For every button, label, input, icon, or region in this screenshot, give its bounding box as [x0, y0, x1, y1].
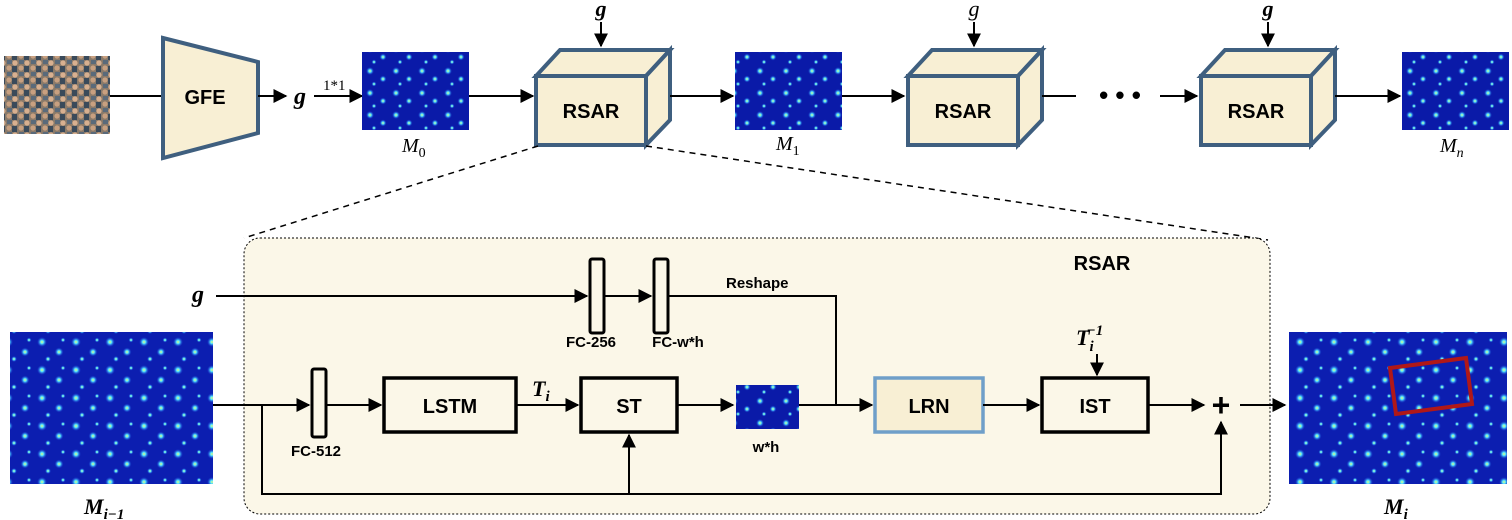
g-feature-label: g	[293, 84, 306, 110]
ist-block	[1040, 376, 1150, 434]
fc-wh-label: FC-w*h	[652, 334, 704, 351]
ist-label: IST	[1079, 396, 1110, 418]
rsar-detail-panel	[243, 237, 1271, 515]
output-density-map	[1289, 332, 1507, 484]
roi-box	[1387, 355, 1475, 417]
plus-symbol: +	[1212, 387, 1231, 423]
reshape-label: Reshape	[726, 275, 789, 292]
conv-1x1-label: 1*1	[323, 78, 346, 94]
fc-256-label: FC-256	[566, 334, 616, 351]
rsar-block-2: RSAR	[903, 44, 1047, 150]
fc-wh-layer	[652, 257, 670, 335]
output-map-label: Mi	[1383, 494, 1409, 520]
skip-connection	[261, 405, 1228, 495]
rsar-3-label: RSAR	[1228, 101, 1285, 123]
fc-512-layer	[310, 367, 328, 439]
ellipsis: • • •	[1099, 80, 1141, 110]
wh-patch	[736, 385, 799, 429]
lstm-label: LSTM	[423, 396, 477, 418]
g-input-2-label: g	[969, 0, 980, 21]
wh-label: w*h	[752, 439, 780, 456]
reshape-path	[668, 295, 837, 405]
ti-inverse-label: Ti−1	[1076, 323, 1103, 355]
zoom-line-right	[645, 145, 1269, 241]
g-input-3-label: g	[1262, 0, 1274, 21]
lstm-block	[382, 376, 518, 434]
st-label: ST	[616, 396, 642, 418]
g-input-1-label: g	[595, 0, 607, 21]
detail-g-label: g	[191, 282, 204, 308]
density-map-m1	[735, 52, 842, 130]
fc-256-layer	[588, 257, 606, 335]
rsar-2-label: RSAR	[935, 101, 992, 123]
ti-label: Ti	[532, 376, 550, 405]
m1-label: M1	[775, 133, 800, 159]
gfe-label: GFE	[184, 87, 225, 109]
input-density-map	[10, 332, 213, 484]
input-crowd-image	[4, 56, 110, 134]
mn-label: Mn	[1439, 135, 1464, 161]
rsar-detail-title: RSAR	[1074, 253, 1131, 275]
gfe-block	[161, 35, 260, 161]
lrn-label: LRN	[908, 396, 949, 418]
zoom-line-left	[243, 145, 539, 239]
rsar-block-3: RSAR	[1196, 44, 1340, 150]
rsar-1-label: RSAR	[563, 101, 620, 123]
m0-label: M0	[401, 135, 426, 161]
fc-512-label: FC-512	[291, 443, 341, 460]
st-block	[579, 376, 679, 434]
input-map-label: Mi−1	[83, 494, 124, 520]
rsar-block-1: RSAR	[531, 44, 675, 150]
density-map-m0	[362, 52, 469, 130]
density-map-mn	[1402, 52, 1509, 130]
